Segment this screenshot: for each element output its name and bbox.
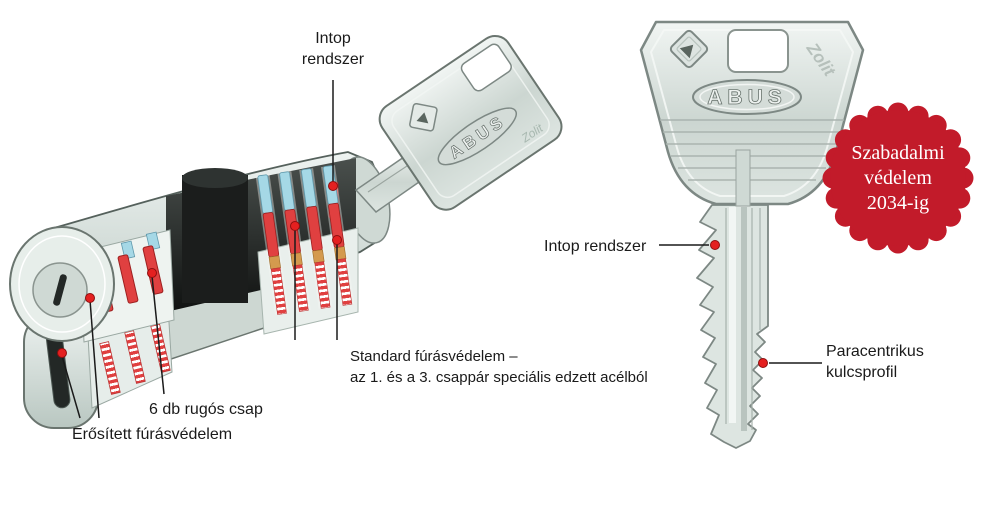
abus-diamond-logo-icon bbox=[409, 102, 438, 132]
key-head-ridges bbox=[660, 119, 844, 181]
plug-dark-top bbox=[182, 168, 248, 188]
cylinder-cutaway-illustration: ABUS Zolit bbox=[9, 34, 563, 429]
label-intop-right: Intop rendszer bbox=[544, 238, 647, 255]
patent-badge-seal bbox=[822, 102, 974, 254]
label-intop-left: Intop rendszer bbox=[301, 30, 365, 68]
foot-springs bbox=[99, 319, 171, 395]
abus-diamond-logo-icon-right bbox=[669, 29, 709, 69]
front-face-ring bbox=[18, 235, 106, 333]
anchor-dots-right bbox=[710, 240, 768, 368]
abus-logo-text-right: ABUS bbox=[707, 86, 787, 109]
key-head-rim bbox=[649, 29, 855, 197]
plug-dark bbox=[182, 175, 248, 303]
patent-badge-text: Szabadalmi védelem 2034-ig bbox=[851, 142, 945, 214]
leader-lines-left bbox=[61, 80, 338, 419]
key-bow-left: ABUS Zolit bbox=[378, 34, 563, 211]
key-hole-right bbox=[727, 29, 789, 73]
blade-groove-channel bbox=[741, 207, 747, 431]
label-reinforced-drill-protection: Erősített fúrásvédelem bbox=[72, 426, 233, 443]
key-hole-left bbox=[460, 43, 512, 92]
label-spring-pins: 6 db rugós csap bbox=[149, 401, 263, 418]
label-paracentric-profile: Paracentrikus kulcsprofil bbox=[826, 343, 924, 381]
label-standard-drill-protection: Standard fúrásvédelem – az 1. és a 3. cs… bbox=[350, 348, 648, 386]
abus-oval-logo-right: ABUS bbox=[692, 79, 802, 115]
blade-groove-highlight bbox=[729, 207, 736, 423]
front-keyway bbox=[53, 274, 67, 306]
blade-grooves bbox=[725, 208, 761, 430]
key-head-channel bbox=[735, 149, 751, 207]
key-illustration: Zolit ABUS bbox=[639, 20, 865, 449]
anchor-dots-left bbox=[57, 181, 342, 358]
pin-stacks bbox=[255, 165, 355, 315]
leader-lines-right bbox=[659, 244, 822, 364]
